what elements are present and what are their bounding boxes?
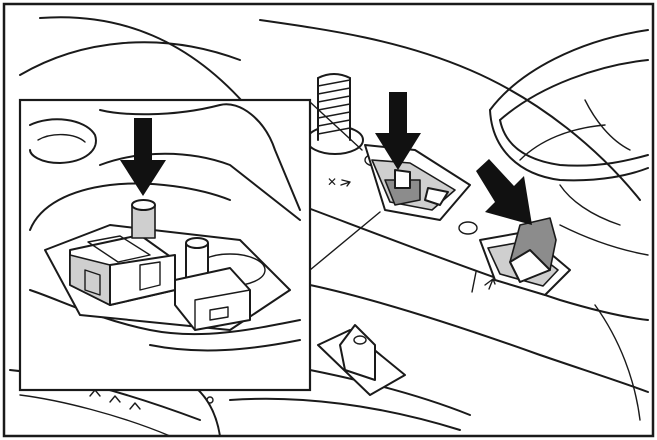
main-down-arrow — [375, 92, 421, 170]
lower-bracket — [317, 324, 406, 396]
diagonal-arrow — [476, 159, 532, 225]
machine-body — [19, 16, 649, 431]
inset-down-arrow — [120, 118, 166, 196]
right-switch-slot — [458, 217, 571, 296]
x-symbol-mark: ✕ — [327, 175, 337, 189]
center-switch-slot: ✕ — [327, 144, 471, 221]
inset-panel — [18, 98, 381, 392]
leader-line-top — [309, 101, 363, 151]
leader-line-bottom — [309, 211, 381, 271]
steering-wheel — [489, 29, 649, 226]
